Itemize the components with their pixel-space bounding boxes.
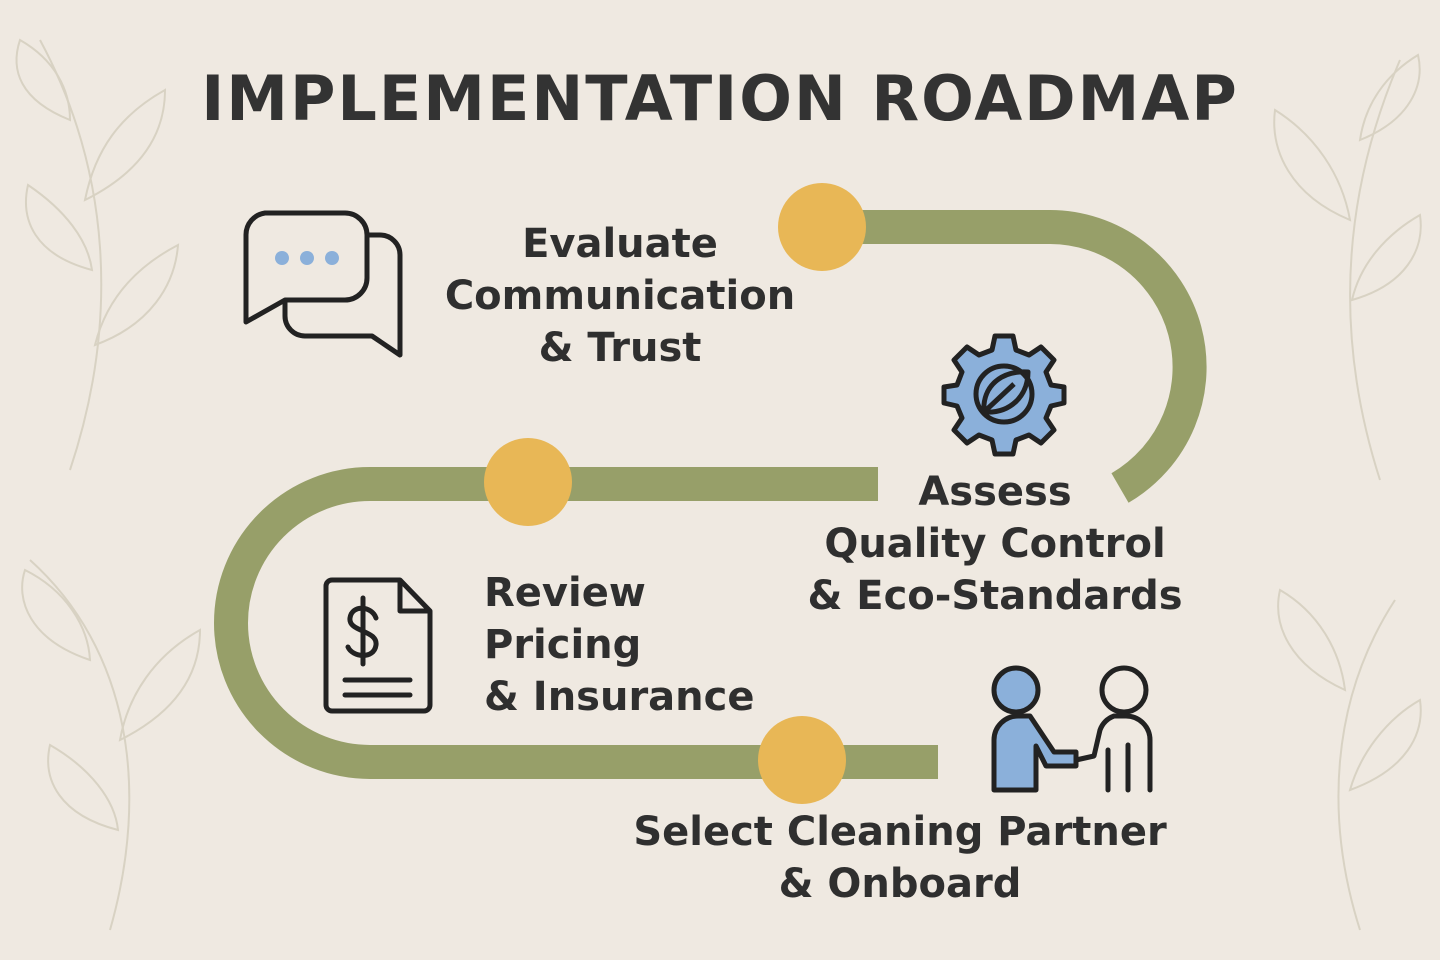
step-1-label: Evaluate Communication & Trust	[444, 221, 796, 371]
milestone-3	[758, 716, 846, 804]
handshake-people-icon	[991, 665, 1153, 793]
chat-bubbles-icon	[243, 210, 403, 358]
page-title: IMPLEMENTATION ROADMAP	[201, 62, 1239, 135]
invoice-dollar-icon	[323, 577, 433, 714]
roadmap-path	[214, 210, 1207, 779]
milestone-1	[778, 183, 866, 271]
gear-leaf-icon	[941, 333, 1067, 457]
milestone-2	[484, 438, 572, 526]
step-4-label: Select Cleaning Partner & Onboard	[633, 809, 1167, 907]
leaf-decor-left	[15, 38, 202, 931]
step-2-label: Assess Quality Control & Eco-Standards	[807, 469, 1183, 619]
step-3-label: Review Pricing & Insurance	[484, 570, 755, 720]
leaf-decor-right	[1273, 53, 1422, 931]
